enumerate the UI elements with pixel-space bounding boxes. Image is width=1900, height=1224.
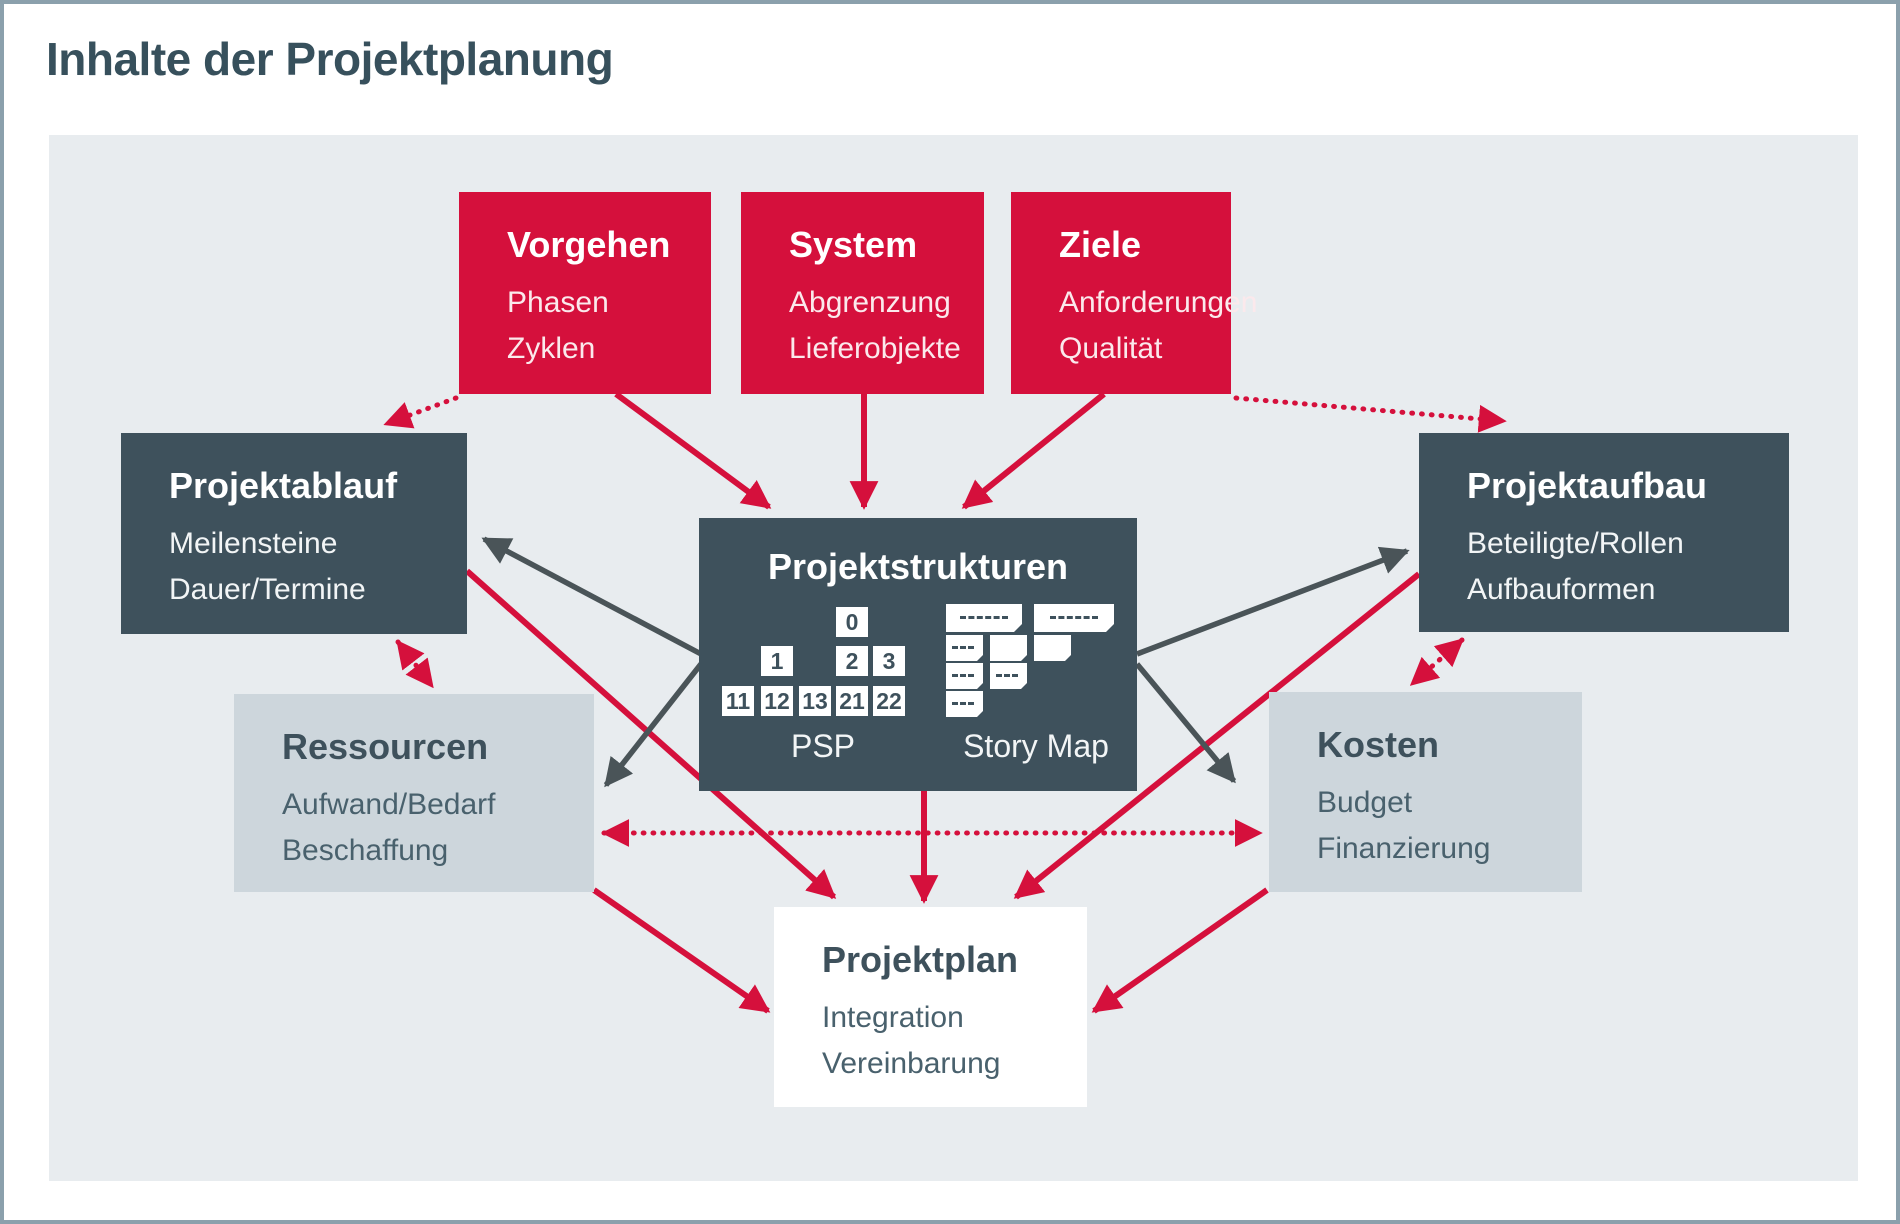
node-system-line2: Lieferobjekte xyxy=(789,332,961,365)
node-projektplan-title: Projektplan xyxy=(822,939,1019,980)
story-card xyxy=(946,635,983,661)
card-dashes xyxy=(952,702,974,705)
psp-node-11: 11 xyxy=(722,686,754,716)
story-card xyxy=(1034,635,1071,661)
node-ziele: Ziele Anforderungen Qualität xyxy=(1011,192,1258,394)
node-kosten-line2: Finanzierung xyxy=(1317,832,1491,865)
card-dashes xyxy=(952,646,974,649)
node-vorgehen-line2: Zyklen xyxy=(507,332,596,365)
psp-node-12: 12 xyxy=(761,686,793,716)
node-projektstrukturen-title: Projektstrukturen xyxy=(767,546,1069,587)
story-map-label: Story Map xyxy=(963,728,1109,764)
node-projektablauf-title: Projektablauf xyxy=(169,465,398,506)
node-kosten: Kosten Budget Finanzierung xyxy=(1269,692,1582,892)
psp-node-1: 1 xyxy=(761,646,793,676)
story-card-header xyxy=(1034,604,1114,632)
node-system: System Abgrenzung Lieferobjekte xyxy=(741,192,984,394)
node-system-line1: Abgrenzung xyxy=(789,286,951,319)
node-projektaufbau-title: Projektaufbau xyxy=(1467,465,1708,506)
card-dashes xyxy=(952,674,974,677)
node-projektplan-line2: Vereinbarung xyxy=(822,1047,1001,1080)
psp-node-2: 2 xyxy=(836,646,868,676)
story-card xyxy=(990,663,1027,689)
node-ressourcen: Ressourcen Aufwand/Bedarf Beschaffung xyxy=(234,694,594,892)
card-dashes xyxy=(1050,616,1098,619)
psp-node-0: 0 xyxy=(836,607,868,637)
node-ressourcen-title: Ressourcen xyxy=(282,726,489,767)
psp-node-21: 21 xyxy=(836,686,868,716)
story-card xyxy=(990,635,1027,661)
psp-label: PSP xyxy=(790,728,856,764)
node-ressourcen-line1: Aufwand/Bedarf xyxy=(282,788,496,821)
node-projektplan: Projektplan Integration Vereinbarung xyxy=(774,907,1087,1107)
node-system-title: System xyxy=(789,224,918,265)
story-card xyxy=(946,663,983,689)
node-kosten-title: Kosten xyxy=(1317,724,1440,765)
story-card xyxy=(946,691,983,717)
node-projektablauf-line1: Meilensteine xyxy=(169,527,338,560)
node-projektaufbau-line1: Beteiligte/Rollen xyxy=(1467,527,1684,560)
node-ziele-line1: Anforderungen xyxy=(1059,286,1258,319)
node-kosten-line1: Budget xyxy=(1317,786,1413,819)
psp-tree-icon: 0 1 2 3 11 12 13 21 22 xyxy=(719,604,927,716)
psp-node-22: 22 xyxy=(873,686,905,716)
node-projektstrukturen: Projektstrukturen 0 1 2 3 11 12 13 21 22… xyxy=(699,518,1137,791)
node-vorgehen-line1: Phasen xyxy=(507,286,609,319)
story-map-icon xyxy=(946,604,1126,719)
node-projektablauf-line2: Dauer/Termine xyxy=(169,573,366,606)
node-projektaufbau: Projektaufbau Beteiligte/Rollen Aufbaufo… xyxy=(1419,433,1789,632)
card-dashes xyxy=(960,616,1008,619)
node-vorgehen-title: Vorgehen xyxy=(507,224,671,265)
psp-node-3: 3 xyxy=(873,646,905,676)
node-ressourcen-line2: Beschaffung xyxy=(282,834,449,867)
node-projektaufbau-line2: Aufbauformen xyxy=(1467,573,1656,606)
node-projektplan-line1: Integration xyxy=(822,1001,964,1034)
page-title: Inhalte der Projektplanung xyxy=(46,33,614,85)
story-card-header xyxy=(946,604,1022,632)
node-projektablauf: Projektablauf Meilensteine Dauer/Termine xyxy=(121,433,467,634)
node-vorgehen: Vorgehen Phasen Zyklen xyxy=(459,192,711,394)
node-ziele-line2: Qualität xyxy=(1059,332,1163,365)
card-dashes xyxy=(996,674,1018,677)
psp-node-13: 13 xyxy=(799,686,831,716)
node-ziele-title: Ziele xyxy=(1059,224,1142,265)
